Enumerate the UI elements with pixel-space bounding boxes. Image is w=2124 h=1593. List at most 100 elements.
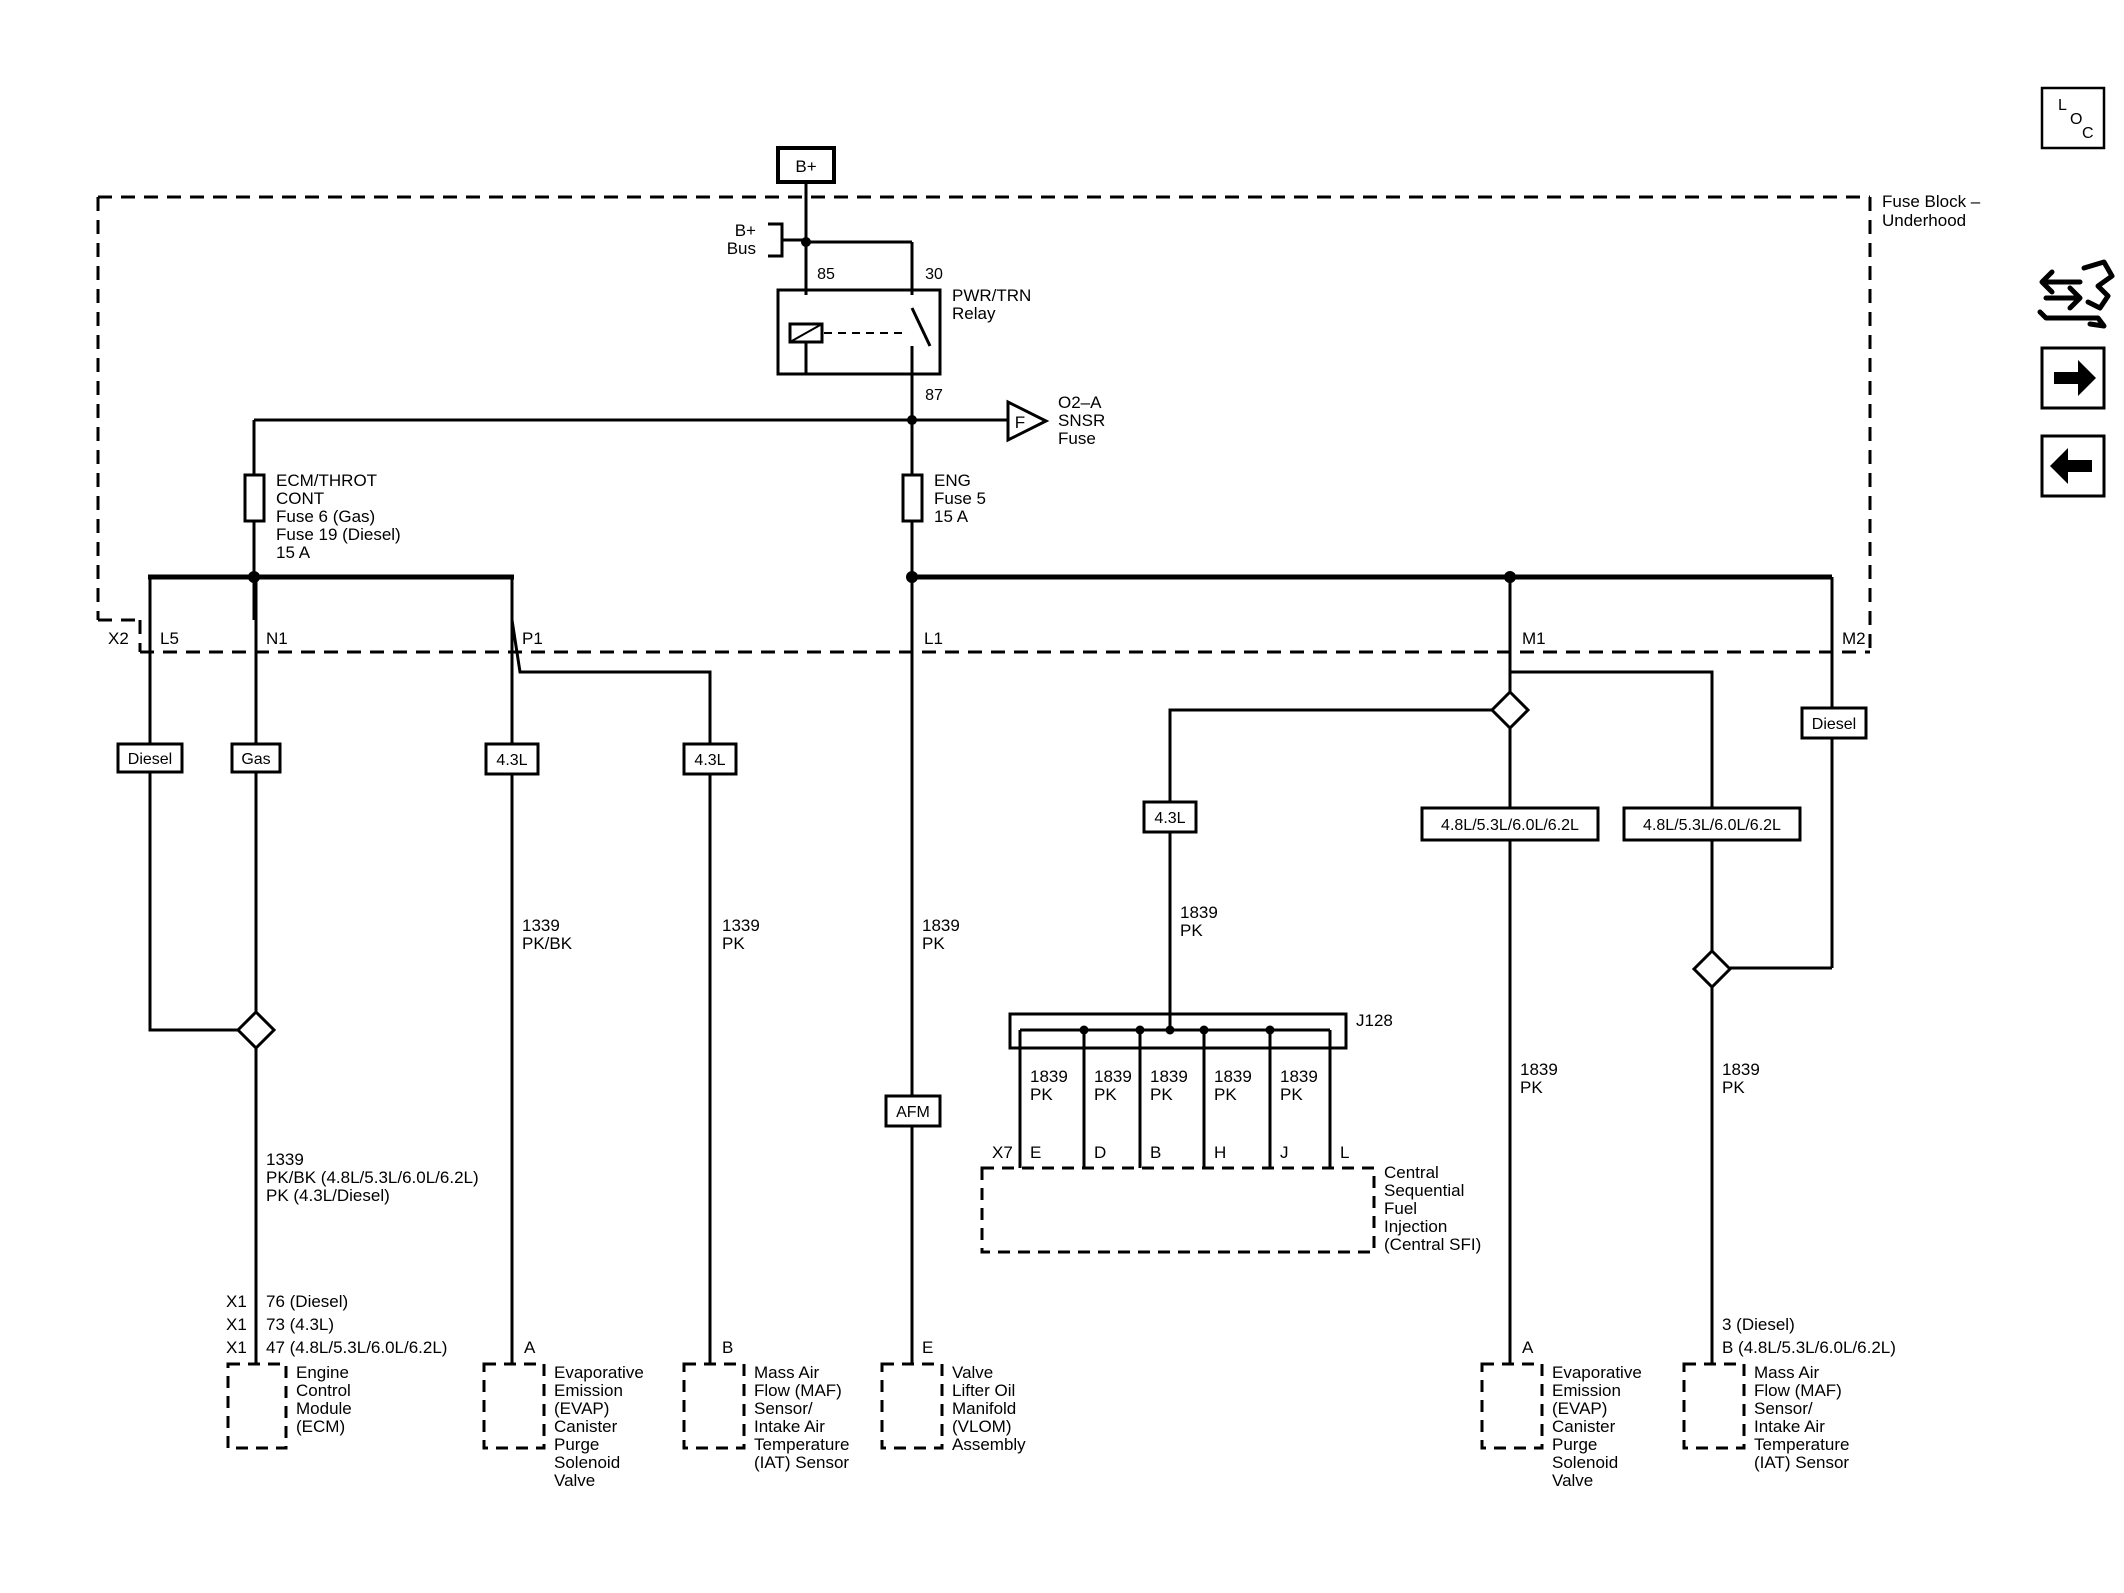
option-tag-sfi-43 — [1142, 800, 1198, 834]
svg-text:Valve: Valve — [952, 1363, 993, 1382]
option-tag-afm-text: AFM — [896, 1104, 930, 1121]
sfi-pin-label-e: E — [1030, 1143, 1041, 1162]
ecm-fuse-label-3: Fuse 6 (Gas) — [276, 507, 375, 526]
relay-body — [776, 288, 942, 376]
svg-text:Mass Air: Mass Air — [754, 1363, 820, 1382]
svg-text:(VLOM): (VLOM) — [952, 1417, 1012, 1436]
evap-v8-component-label: Evaporative Emission (EVAP) Canister Pur… — [1552, 1363, 1642, 1490]
ecm-throt-fuse — [243, 473, 266, 523]
b-plus-bus-bracket — [768, 222, 806, 258]
svg-text:Injection: Injection — [1384, 1217, 1447, 1236]
sfi-wire-circuit-j: 1839 — [1280, 1067, 1318, 1086]
maf-v8-pin-1: 3 (Diesel) — [1722, 1315, 1795, 1334]
eng-fuse — [901, 473, 924, 523]
splice-pack-j128-label: J128 — [1356, 1011, 1393, 1030]
connector-end-view-button[interactable] — [2037, 259, 2115, 329]
wire-maf-43-circuit: 1339 — [722, 916, 760, 935]
previous-page-button[interactable] — [2040, 434, 2106, 498]
wire-evap-43-circuit: 1339 — [522, 916, 560, 935]
ecm-fuse-label-1: ECM/THROT — [276, 471, 377, 490]
svg-text:Control: Control — [296, 1381, 351, 1400]
svg-text:Sensor/: Sensor/ — [1754, 1399, 1813, 1418]
o2-snsr-fuse-symbol: F — [1015, 413, 1025, 432]
svg-text:Evaporative: Evaporative — [1552, 1363, 1642, 1382]
maf-43-component-label: Mass Air Flow (MAF) Sensor/ Intake Air T… — [754, 1363, 849, 1472]
relay-name: PWR/TRN — [952, 286, 1031, 305]
svg-text:(IAT) Sensor: (IAT) Sensor — [754, 1453, 849, 1472]
option-tag-sfi-43-text: 4.3L — [1154, 810, 1185, 827]
svg-text:Intake Air: Intake Air — [1754, 1417, 1825, 1436]
ecm-pin-row-3-conn: X1 — [226, 1338, 247, 1357]
svg-text:Emission: Emission — [554, 1381, 623, 1400]
sfi-splice-dot-d — [1079, 1025, 1089, 1035]
sfi-wire-color-d: PK — [1094, 1085, 1117, 1104]
eng-fuse-label-2: Fuse 5 — [934, 489, 986, 508]
option-tag-diesel-m2 — [1800, 706, 1868, 740]
evap-43-pin: A — [524, 1338, 536, 1357]
svg-text:(ECM): (ECM) — [296, 1417, 345, 1436]
ecm-pin-row-2-conn: X1 — [226, 1315, 247, 1334]
svg-text:Fuel: Fuel — [1384, 1199, 1417, 1218]
vlom-component-box — [880, 1362, 944, 1450]
sfi-pin-label-j: J — [1280, 1143, 1289, 1162]
svg-text:Valve: Valve — [1552, 1471, 1593, 1490]
ecm-component-box — [226, 1362, 288, 1450]
svg-text:Valve: Valve — [554, 1471, 595, 1490]
sfi-wire-color-b: PK — [1150, 1085, 1173, 1104]
wire-sfi-feed-circuit: 1839 — [1180, 903, 1218, 922]
option-splice-diamond-m1 — [1489, 689, 1531, 731]
maf-v8-pin-2: B (4.8L/5.3L/6.0L/6.2L) — [1722, 1338, 1896, 1357]
option-tag-maf-43-text: 4.3L — [694, 752, 725, 769]
svg-text:(EVAP): (EVAP) — [554, 1399, 609, 1418]
o2-snsr-fuse-arrow — [1006, 399, 1050, 443]
pin-p1-label: P1 — [522, 629, 543, 648]
ecm-fuse-label-2: CONT — [276, 489, 324, 508]
fuse-block-boundary — [96, 195, 1872, 654]
sfi-pin-label-d: D — [1094, 1143, 1106, 1162]
wire-evap-v8-color: PK — [1520, 1078, 1543, 1097]
location-view-button[interactable]: L O C — [2040, 86, 2106, 150]
option-tag-evap-43 — [484, 742, 540, 776]
connector-x2-label: X2 — [108, 629, 129, 648]
svg-text:Canister: Canister — [1552, 1417, 1616, 1436]
evap-43-component-box — [482, 1362, 546, 1450]
o2-snsr-fuse-label-1: O2–A — [1058, 393, 1102, 412]
svg-text:Temperature: Temperature — [754, 1435, 849, 1454]
svg-text:Temperature: Temperature — [1754, 1435, 1849, 1454]
svg-text:Solenoid: Solenoid — [554, 1453, 620, 1472]
pin-m2-label: M2 — [1842, 629, 1866, 648]
b-plus-supply-label: B+ — [795, 157, 816, 176]
ecm-fuse-bus-splice — [248, 571, 260, 583]
svg-text:Emission: Emission — [1552, 1381, 1621, 1400]
sfi-connector-label: X7 — [992, 1143, 1013, 1162]
connector-tool-icon — [2037, 259, 2115, 329]
wire-ecm-circuit: 1339 — [266, 1150, 304, 1169]
svg-text:Flow (MAF): Flow (MAF) — [1754, 1381, 1842, 1400]
wire-l5-diesel — [148, 577, 240, 1032]
svg-text:Lifter Oil: Lifter Oil — [952, 1381, 1015, 1400]
wire-p1-maf-43 — [510, 619, 712, 1364]
next-page-button[interactable] — [2040, 346, 2106, 410]
option-tag-gas-n1 — [230, 742, 282, 774]
option-tag-maf-v8-text: 4.8L/5.3L/6.0L/6.2L — [1643, 817, 1781, 834]
relay-switch-contact — [910, 307, 932, 347]
location-view-icon-c: C — [2082, 125, 2094, 142]
wire-evap-43-color: PK/BK — [522, 934, 573, 953]
arrow-left-icon — [2050, 448, 2092, 484]
wire-maf-v8-color: PK — [1722, 1078, 1745, 1097]
svg-text:Assembly: Assembly — [952, 1435, 1026, 1454]
location-view-icon-l: L — [2058, 97, 2067, 114]
svg-text:Canister: Canister — [554, 1417, 618, 1436]
fuse-block-title: Fuse Block – — [1882, 192, 1981, 211]
relay-pin30-label: 30 — [925, 266, 943, 283]
relay-coil-slash — [789, 323, 823, 343]
wire-ecm-color-2: PK (4.3L/Diesel) — [266, 1186, 390, 1205]
svg-text:Mass Air: Mass Air — [1754, 1363, 1820, 1382]
wire-sfi-feed-color: PK — [1180, 921, 1203, 940]
relay-pin85-label: 85 — [817, 266, 835, 283]
wire-maf-43-color: PK — [722, 934, 745, 953]
sfi-splice-dot-b — [1135, 1025, 1145, 1035]
svg-text:Sensor/: Sensor/ — [754, 1399, 813, 1418]
ecm-fuse-label-4: Fuse 19 (Diesel) — [276, 525, 401, 544]
relay-pin87-label: 87 — [925, 387, 943, 404]
